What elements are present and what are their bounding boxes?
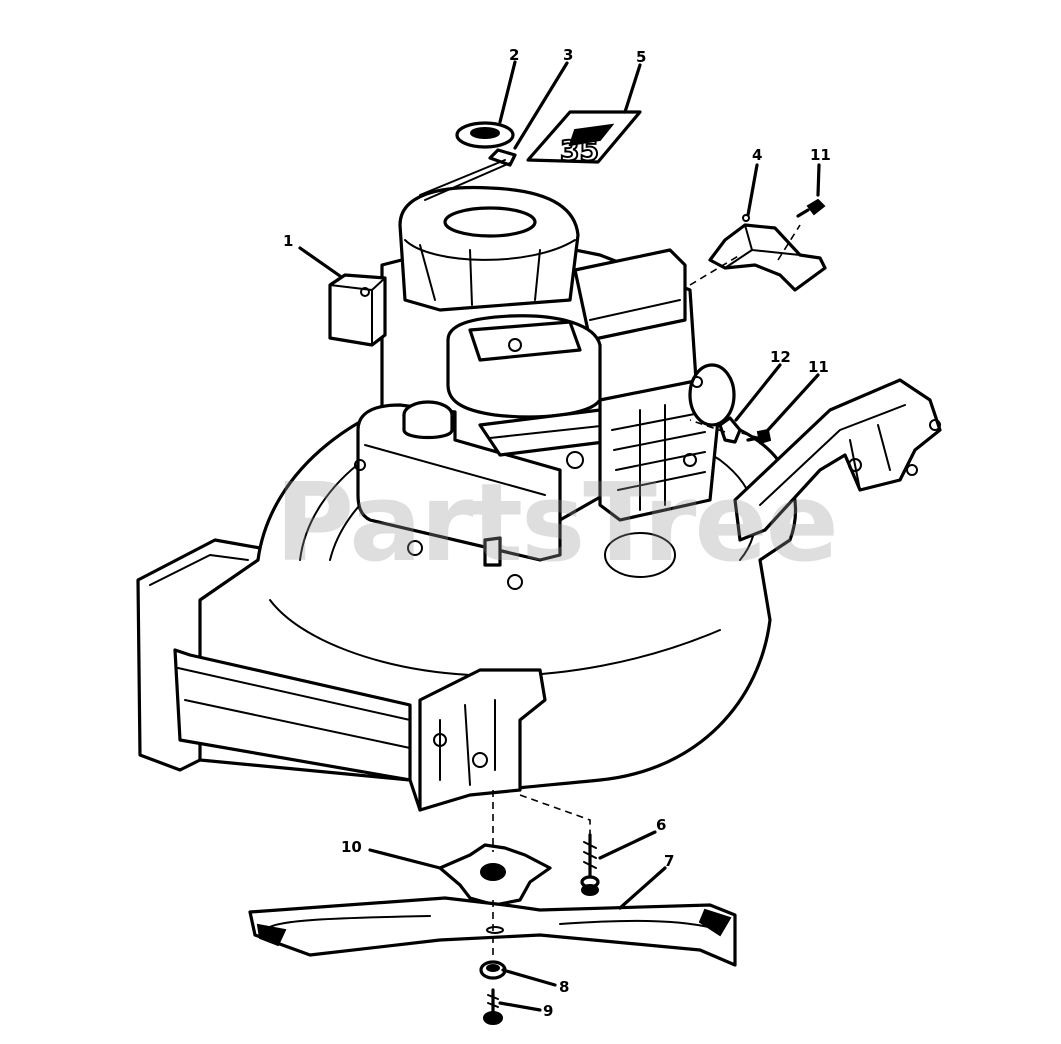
blade-assembly	[248, 833, 737, 1025]
leader-5	[623, 63, 642, 114]
part-fuel-line	[419, 148, 517, 201]
leader-11a	[816, 163, 821, 197]
callout-11-lower: 11	[808, 358, 829, 376]
callout-7: 7	[664, 852, 674, 870]
leader-3	[513, 61, 569, 150]
watermark: PartsTree	[275, 461, 837, 586]
callout-5: 5	[636, 48, 646, 66]
part-screw-upper	[796, 198, 826, 218]
leader-10	[368, 848, 442, 870]
callouts: 1 2 3 4 5 6 7 8 9 10 11 11 12	[283, 46, 831, 1020]
callout-8: 8	[559, 978, 569, 996]
callout-9: 9	[543, 1002, 553, 1020]
part-screw-lower	[746, 428, 772, 445]
leader-lines	[298, 60, 821, 1012]
callout-1: 1	[283, 232, 293, 250]
engine	[354, 185, 736, 590]
decal-text: 35	[560, 134, 599, 167]
callout-10: 10	[341, 838, 362, 856]
callout-12: 12	[770, 348, 791, 366]
leader-4	[746, 163, 759, 217]
callout-6: 6	[656, 816, 666, 834]
part-decal: 35	[526, 110, 642, 168]
part-primer-bulb	[455, 121, 515, 149]
leader-1	[298, 246, 342, 278]
callout-3: 3	[563, 46, 573, 64]
part-control-bracket	[708, 214, 827, 292]
leader-7	[618, 866, 667, 910]
leader-6	[598, 830, 657, 860]
leader-12	[734, 363, 782, 422]
leader-9	[498, 1001, 542, 1012]
leader-11b	[766, 373, 820, 432]
part-clip	[718, 416, 742, 444]
leader-8	[501, 968, 557, 987]
assembly-lines	[492, 224, 801, 960]
leader-2	[498, 60, 517, 124]
callout-2: 2	[509, 46, 519, 64]
part-cover	[328, 273, 387, 347]
callout-4: 4	[752, 146, 762, 164]
callout-11-upper: 11	[810, 146, 831, 164]
